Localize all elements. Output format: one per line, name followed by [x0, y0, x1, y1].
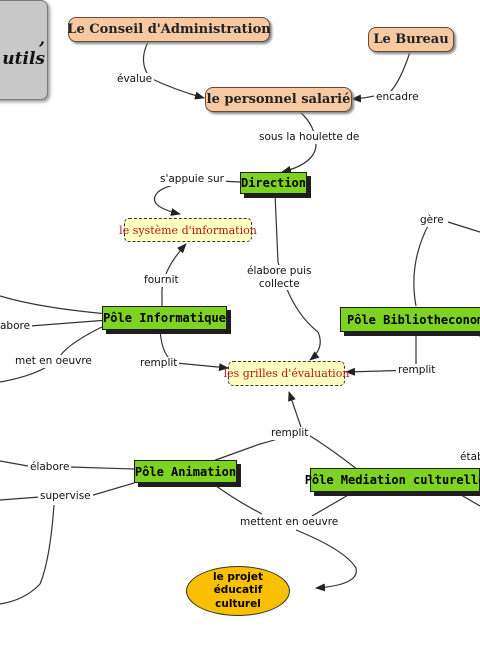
link-label-met-en-oeuvre: met en oeuvre — [13, 355, 94, 368]
node-systeme-information-label: le système d'information — [119, 223, 257, 237]
link-media-remplit — [303, 431, 359, 471]
link-label-gere: gère — [418, 214, 446, 227]
link-label-encadre: encadre — [374, 91, 421, 104]
node-conseil-administration[interactable]: Le Conseil d'Administration — [67, 17, 271, 42]
link-direction-systeme — [153, 180, 241, 216]
title-card: , utils — [0, 0, 48, 100]
node-direction-label: Direction — [240, 176, 307, 190]
link-label-evalue: évalue — [115, 73, 155, 86]
node-bureau[interactable]: Le Bureau — [368, 27, 454, 52]
link-supervise-down — [0, 504, 55, 605]
node-pole-bibliotheconomie[interactable]: Pôle Bibliotheconomie — [340, 307, 480, 332]
node-grilles-evaluation[interactable]: les grilles d'évaluation — [224, 361, 349, 386]
link-poleinfo-systeme — [161, 243, 187, 306]
link-anim-elabore — [69, 466, 135, 470]
link-anim-elabore-left — [0, 460, 29, 467]
node-systeme-information[interactable]: le système d'information — [119, 218, 257, 242]
link-label-supervise: supervise — [38, 490, 93, 503]
link-media-mettent — [311, 493, 351, 517]
link-label-sous-la-houlette: sous la houlette de — [257, 131, 362, 144]
link-polebiblio-gere — [413, 221, 431, 307]
link-supervise-left — [0, 496, 41, 501]
link-media-right — [455, 491, 480, 507]
link-label-remplit-informatique: remplit — [138, 357, 180, 370]
link-label-elabore-top: abore — [0, 320, 33, 333]
link-label-mettent-en-oeuvre: mettent en oeuvre — [238, 516, 341, 529]
link-label-s-appuie-sur: s'appuie sur — [158, 173, 226, 186]
node-pole-animation[interactable]: Pôle Animation — [134, 460, 237, 483]
link-label-remplit-poles: remplit — [269, 427, 311, 440]
node-pole-animation-label: Pôle Animation — [134, 464, 237, 479]
link-personnel-direction — [281, 111, 317, 174]
node-personnel-salarie-label: le personnel salarié — [206, 92, 351, 107]
node-pole-informatique[interactable]: Pôle Informatique — [102, 306, 227, 330]
link-mettent-projet — [295, 529, 357, 592]
node-pole-mediation-culturelle-label: Pôle Mediation culturelle — [304, 473, 480, 487]
node-projet-educatif-culturel-label: le projet éducatif culturel — [212, 571, 264, 610]
link-poleinfo-left-top — [0, 295, 109, 315]
node-grilles-evaluation-label: les grilles d'évaluation — [223, 367, 350, 380]
link-label-remplit-bibliotheconomie: remplit — [396, 364, 438, 377]
link-gere-right — [447, 221, 480, 233]
node-pole-bibliotheconomie-label: Pôle Bibliotheconomie — [347, 312, 480, 327]
node-bureau-label: Le Bureau — [373, 32, 449, 47]
node-conseil-administration-label: Le Conseil d'Administration — [67, 22, 271, 37]
link-label-elabore-animation: élabore — [28, 461, 72, 474]
node-pole-informatique-label: Pôle Informatique — [103, 311, 226, 325]
link-anim-supervise — [89, 482, 135, 497]
link-conseil-personnel — [142, 41, 205, 100]
link-label-etab: étab — [458, 451, 480, 464]
link-label-fournit: fournit — [142, 274, 181, 287]
link-label-elabore-puis-collecte: élabore puis collecte — [245, 265, 314, 291]
node-personnel-salarie[interactable]: le personnel salarié — [205, 87, 352, 112]
link-poleinfo-metenoeuvre — [0, 323, 109, 383]
link-anim-mettent — [211, 482, 263, 515]
title-card-text: , utils — [2, 29, 45, 69]
link-poleinfo-elabore — [29, 319, 109, 327]
node-direction[interactable]: Direction — [240, 172, 307, 194]
node-projet-educatif-culturel[interactable]: le projet éducatif culturel — [186, 566, 290, 616]
node-pole-mediation-culturelle[interactable]: Pôle Mediation culturelle — [305, 468, 480, 492]
